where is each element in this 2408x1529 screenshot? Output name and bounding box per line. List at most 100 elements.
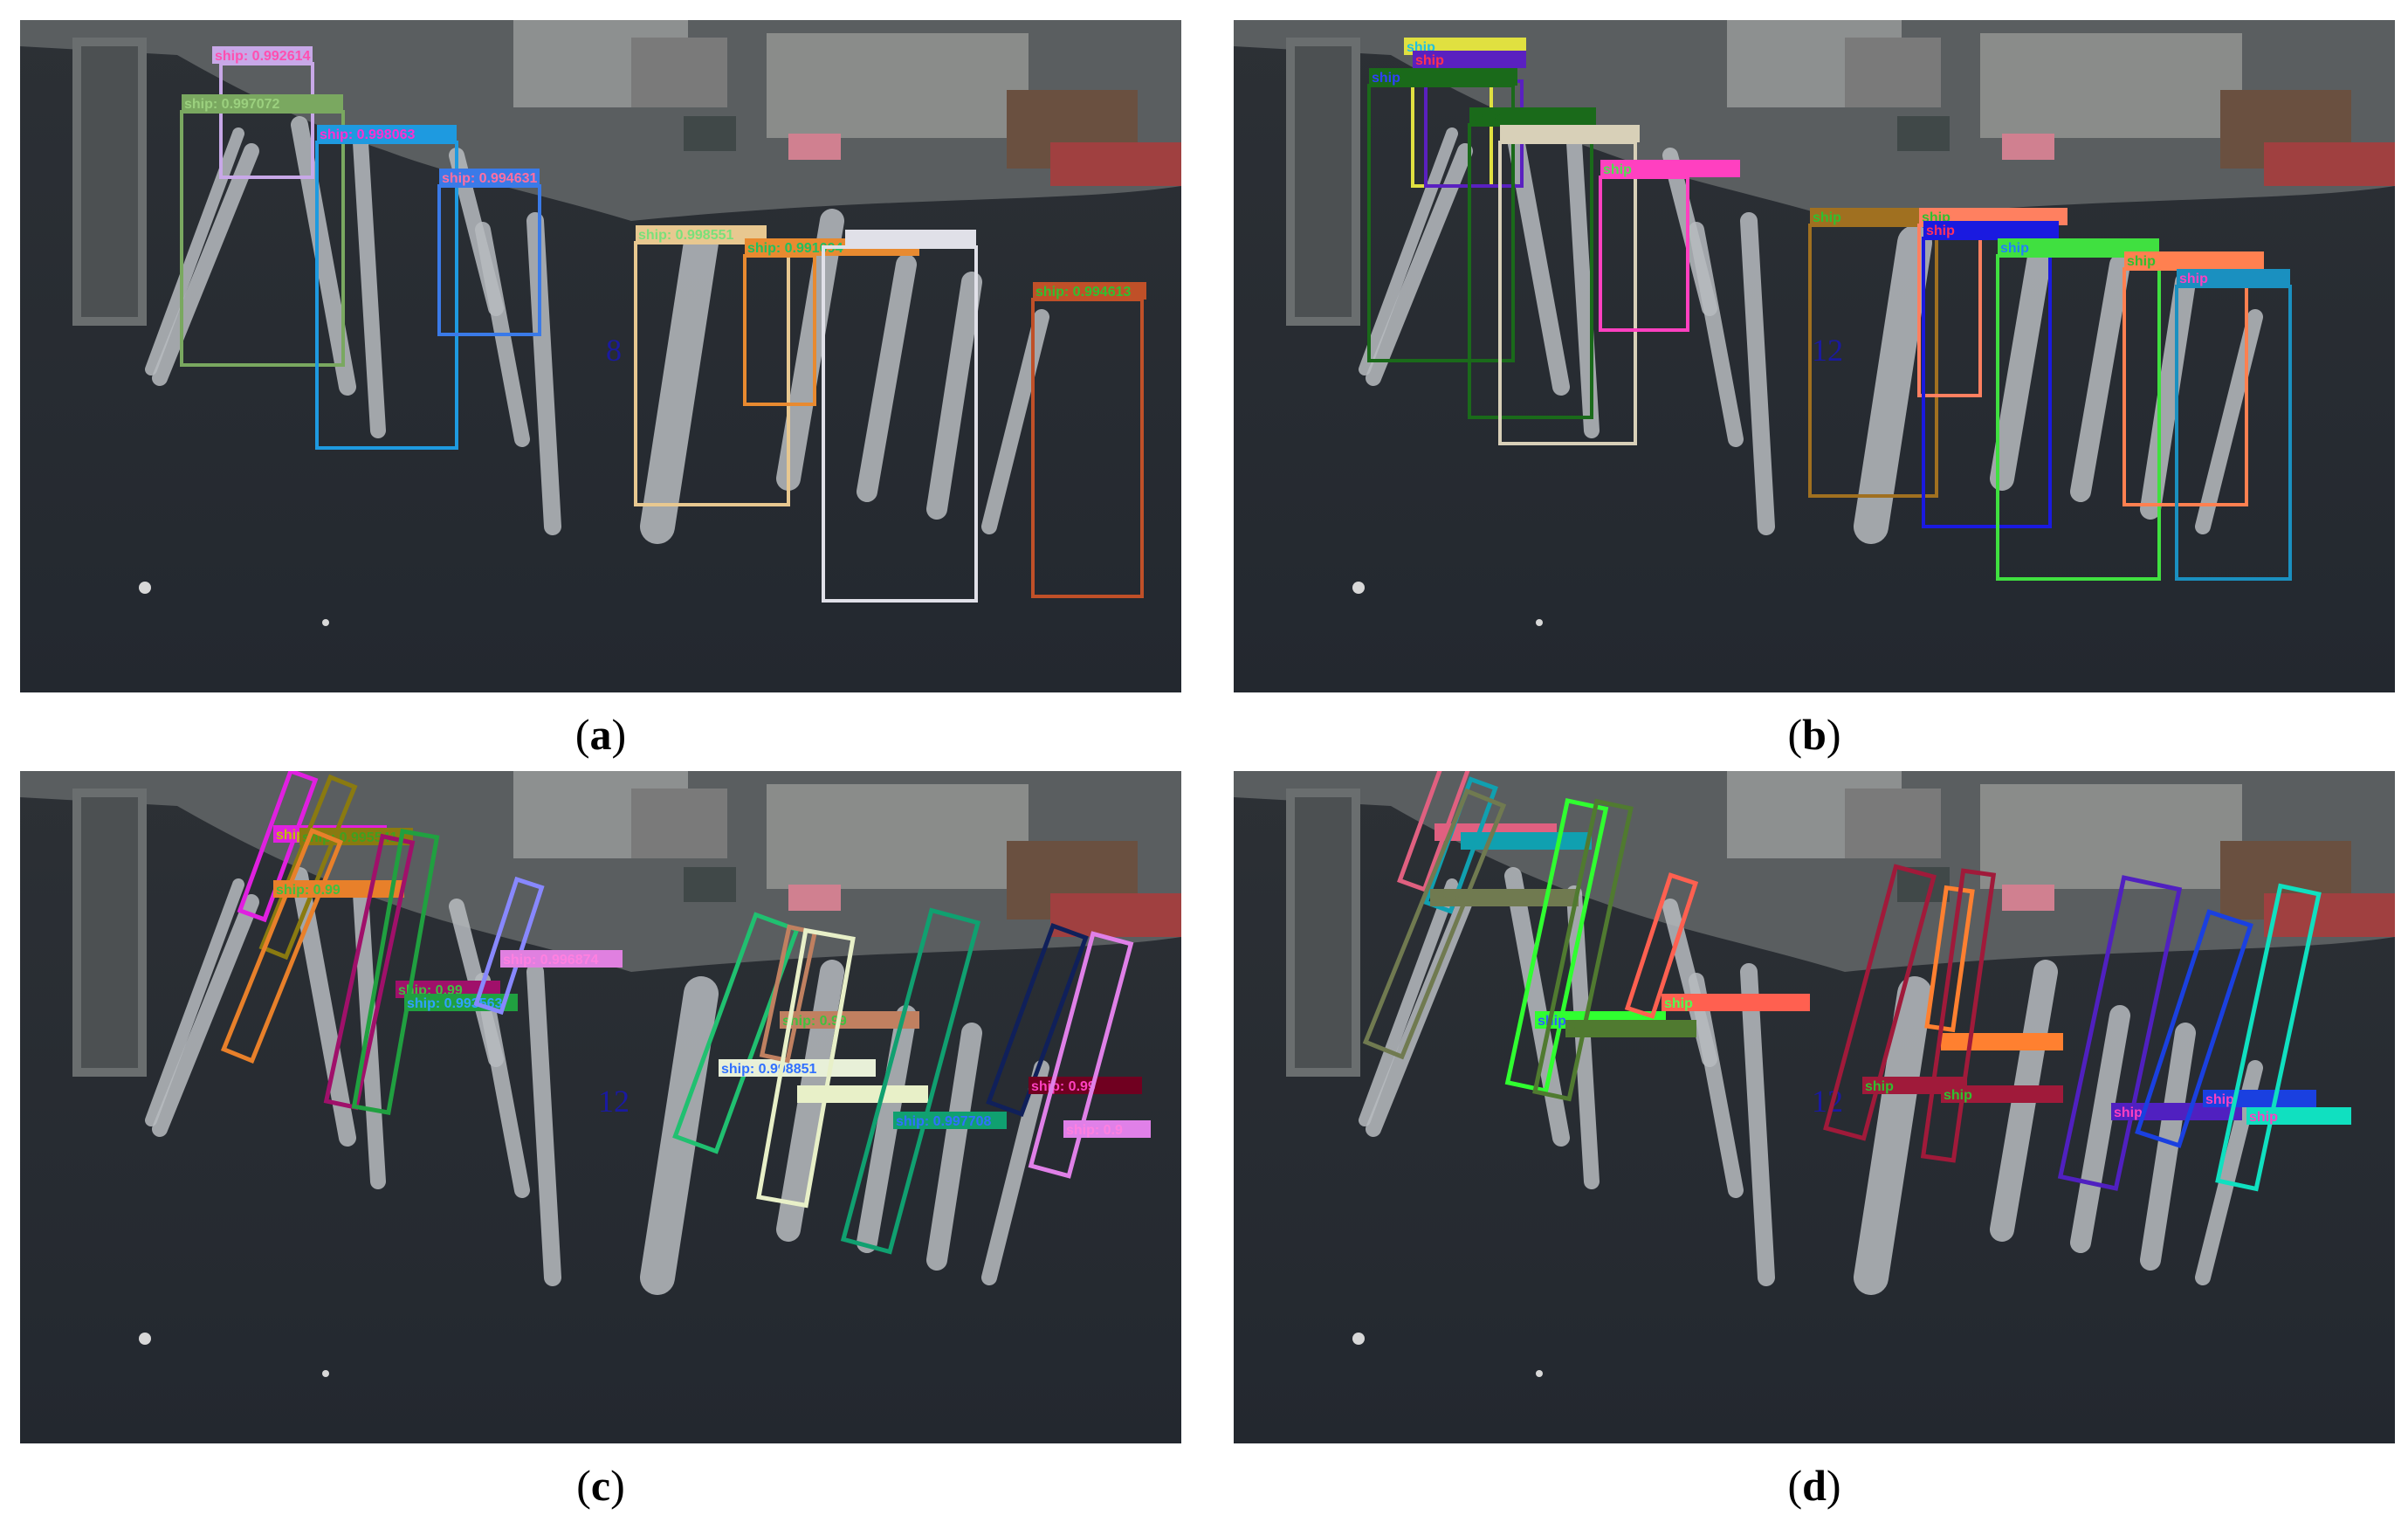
label-background xyxy=(500,950,623,968)
detection-box: ship: 0.99 xyxy=(756,927,928,1209)
bounding-box xyxy=(756,927,856,1209)
detection-label: ship xyxy=(2249,1110,2278,1125)
building xyxy=(2264,142,2395,186)
bounding-box xyxy=(1504,797,1609,1094)
label-background xyxy=(845,230,976,247)
label-background xyxy=(2124,251,2264,269)
ship-hull xyxy=(1854,976,1932,1295)
ship-hull xyxy=(2070,1005,2130,1253)
detection-label: ship: 0.99 xyxy=(276,883,341,898)
label-background xyxy=(1063,1120,1151,1138)
ship-hull xyxy=(1854,225,1932,544)
object-count: 12 xyxy=(1812,333,1843,368)
label-background xyxy=(780,1011,919,1029)
label-background xyxy=(2246,1107,2351,1125)
detection-label: ship: 0.998551 xyxy=(638,228,734,243)
building xyxy=(767,33,1029,138)
bounding-box xyxy=(258,774,358,961)
detection-box: ship: 0.99 xyxy=(759,924,919,1064)
detection-box: ship xyxy=(2135,909,2316,1148)
detection-label: ship xyxy=(1503,127,1531,142)
bounding-box xyxy=(220,828,344,1064)
bounding-box xyxy=(2057,875,2183,1191)
detection-label: ship: 0.996874 xyxy=(503,953,599,968)
detection-label: ship: 0.997072 xyxy=(184,97,280,112)
detection-label: ship: 0.998851 xyxy=(721,1062,817,1077)
label-background xyxy=(439,169,540,186)
building xyxy=(631,789,727,858)
label-background xyxy=(1430,889,1579,906)
building xyxy=(1980,784,2242,889)
detection-label: ship xyxy=(1568,1023,1597,1037)
ship-hull xyxy=(640,225,719,544)
ship-hull xyxy=(2140,272,2196,520)
detection-box: ship: 0.997708 xyxy=(840,907,1007,1255)
label-background xyxy=(299,828,413,845)
caption-a: (a) xyxy=(574,710,627,759)
label-background xyxy=(1029,1077,1142,1094)
label-background xyxy=(797,1085,928,1103)
ship-hull xyxy=(857,1005,917,1253)
ship-hull xyxy=(1740,212,1775,535)
caption-c: (c) xyxy=(576,1461,625,1510)
caption-letter: a xyxy=(589,710,612,759)
buoy xyxy=(322,619,329,626)
bounding-box xyxy=(1624,872,1699,1019)
building xyxy=(1980,33,2242,138)
detection-box: ship: 0.998063 xyxy=(315,125,458,450)
detection-box: ship xyxy=(2175,269,2292,581)
bounding-box xyxy=(986,922,1089,1118)
label-background xyxy=(1500,125,1640,142)
label-background xyxy=(212,46,313,64)
detection-box: ship xyxy=(1996,238,2161,581)
bounding-box xyxy=(1028,931,1134,1179)
bounding-box xyxy=(1823,864,1937,1141)
detection-box: ship: 0.994613 xyxy=(1031,282,1146,598)
building xyxy=(1845,38,1941,107)
bounding-box xyxy=(473,876,545,1016)
detection-label: ship: 0.997708 xyxy=(896,1114,992,1129)
label-background xyxy=(1662,994,1810,1011)
pier-deck xyxy=(81,797,138,1068)
ship-hull xyxy=(857,254,917,502)
detection-label: ship xyxy=(2179,272,2208,286)
detection-box: ship xyxy=(1367,68,1517,362)
detection-label: ship xyxy=(2127,254,2156,269)
ship-hull xyxy=(1689,222,1744,447)
label-background xyxy=(1923,221,2059,238)
ship-hull xyxy=(475,973,530,1198)
label-background xyxy=(1600,160,1740,177)
detection-label: ship xyxy=(1664,996,1693,1011)
detection-box xyxy=(822,230,978,603)
ship-hull xyxy=(2140,1023,2196,1271)
building xyxy=(1845,789,1941,858)
detection-box: ship: 0.996874 xyxy=(473,876,623,1016)
bounding-box xyxy=(351,829,440,1115)
detection-box: ship: 0.994631 xyxy=(437,169,541,336)
detection-label: ship xyxy=(1813,210,1841,225)
bounding-box xyxy=(759,924,818,1064)
detection-label: ship: 0.992614 xyxy=(215,49,311,64)
ship-hull xyxy=(145,127,244,375)
buoy xyxy=(1352,582,1365,594)
building xyxy=(631,38,727,107)
buoy xyxy=(1352,1333,1365,1345)
pier-deck xyxy=(1295,797,1352,1068)
detection-box: ship xyxy=(1362,788,1579,1060)
ship-hull xyxy=(353,134,386,438)
label-background xyxy=(1033,282,1146,300)
ship-hull xyxy=(291,116,356,396)
pier-deck xyxy=(81,46,138,317)
detection-label: ship xyxy=(1603,162,1632,177)
bounding-box xyxy=(840,907,981,1255)
ship-hull xyxy=(1359,127,1458,375)
ship-hull xyxy=(152,143,259,386)
label-background xyxy=(1469,107,1596,125)
caption-d: (d) xyxy=(1787,1461,1841,1510)
ship-hull xyxy=(926,272,982,520)
bounding-box xyxy=(1920,868,1997,1163)
